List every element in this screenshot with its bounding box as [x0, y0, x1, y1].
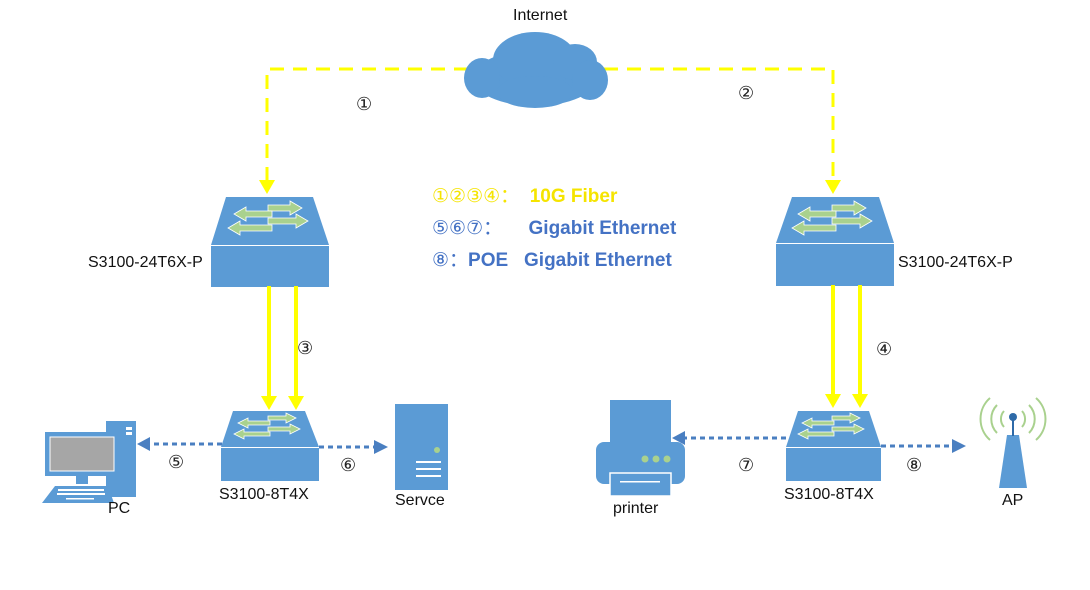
legend-markers: ⑤⑥⑦：	[432, 218, 503, 239]
link-marker-1: ①	[356, 94, 373, 114]
core-switch-right-icon	[776, 197, 894, 286]
link-marker-8: ⑧	[906, 455, 923, 475]
link-1	[259, 67, 468, 194]
link-2	[604, 67, 841, 194]
access-switch-left-label: S3100-8T4X	[219, 486, 309, 503]
legend-markers: ①②③④：	[432, 186, 520, 207]
link-marker-7: ⑦	[738, 455, 755, 475]
arrowhead	[259, 180, 275, 194]
pc-icon	[42, 421, 136, 503]
access-switch-right-icon	[786, 411, 881, 481]
printer-label: printer	[613, 500, 659, 517]
link-7	[672, 431, 786, 445]
link-6	[319, 440, 388, 454]
link-marker-3: ③	[297, 338, 314, 358]
ap-icon	[979, 397, 1047, 488]
legend-text: 10G Fiber	[529, 186, 618, 207]
server-label: Servce	[395, 492, 445, 509]
link-8	[881, 439, 966, 453]
legend-item-fiber: ①②③④： 10G Fiber	[432, 181, 617, 208]
printer-icon	[596, 400, 685, 497]
internet-cloud-icon	[464, 32, 608, 108]
link-3	[261, 286, 304, 410]
legend-item-ethernet: ⑤⑥⑦： Gigabit Ethernet	[432, 213, 676, 240]
pc-label: PC	[108, 500, 131, 517]
legend-text: Gigabit Ethernet	[528, 218, 677, 239]
link-marker-4: ④	[876, 339, 893, 359]
link-marker-5: ⑤	[168, 452, 185, 472]
core-switch-left-label: S3100-24T6X-P	[88, 254, 203, 271]
server-icon	[395, 404, 448, 490]
core-switch-right-label: S3100-24T6X-P	[898, 254, 1013, 271]
link-4	[825, 285, 868, 408]
access-switch-left-icon	[221, 411, 319, 481]
access-switch-right-label: S3100-8T4X	[784, 486, 874, 503]
arrowhead	[825, 180, 841, 194]
link-marker-2: ②	[738, 83, 755, 103]
legend-item-poe: ⑧：POE Gigabit Ethernet	[432, 245, 672, 272]
link-marker-6: ⑥	[340, 455, 357, 475]
link-5	[137, 437, 222, 451]
legend-text: POE Gigabit Ethernet	[468, 250, 672, 271]
core-switch-left-icon	[211, 197, 329, 287]
internet-label: Internet	[513, 7, 568, 24]
legend-markers: ⑧：	[432, 250, 469, 271]
ap-label: AP	[1002, 492, 1024, 509]
